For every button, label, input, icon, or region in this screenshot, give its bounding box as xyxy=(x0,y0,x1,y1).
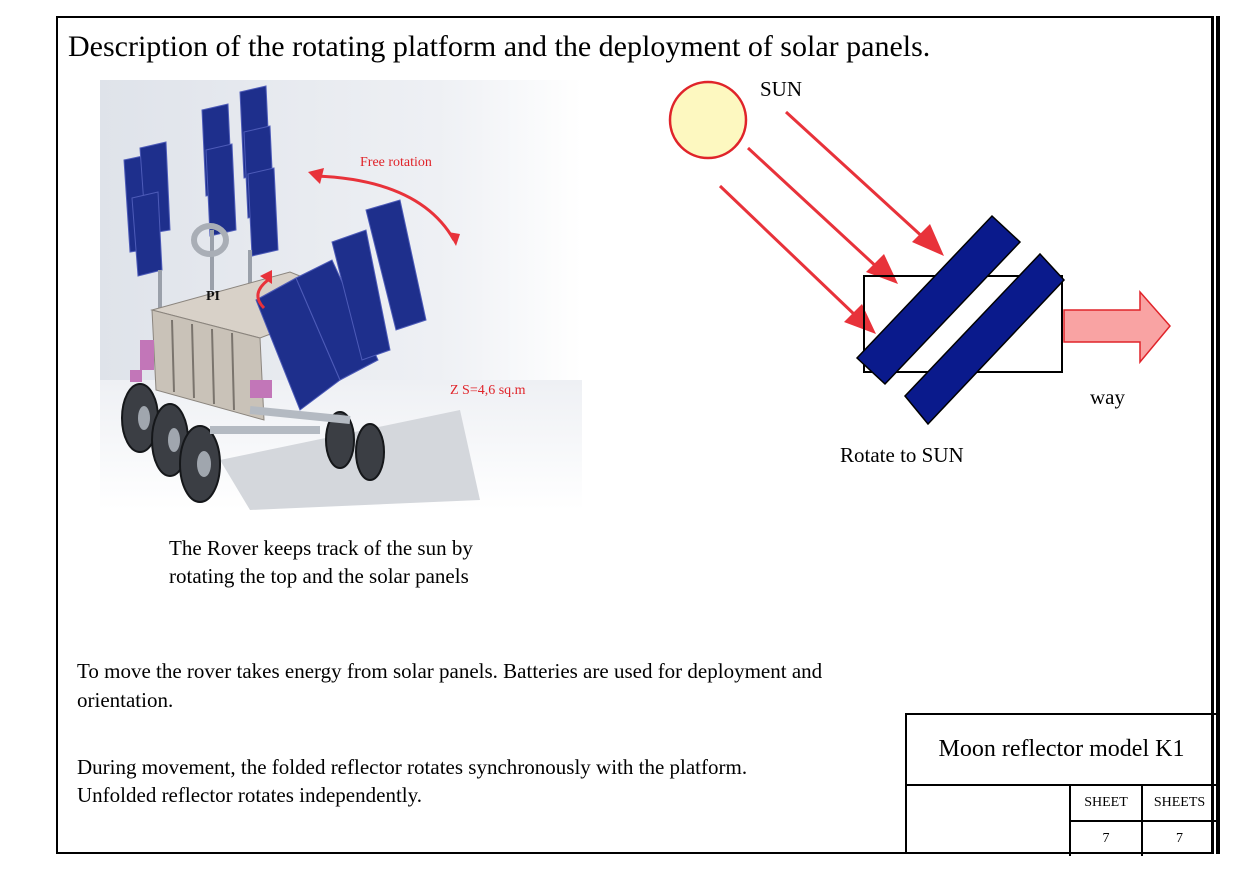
free-rotation-label: Free rotation xyxy=(360,155,432,170)
sheets-total: 7 xyxy=(1141,822,1216,856)
solar-panel xyxy=(903,252,1066,426)
drawing-frame xyxy=(56,16,1214,854)
model-name: Moon reflector model K1 xyxy=(907,715,1216,786)
sheet-number: 7 xyxy=(1069,822,1141,856)
direction-arrow xyxy=(1063,290,1171,365)
frame-edge xyxy=(1216,16,1220,854)
reflector-paragraph: During movement, the folded reflector ro… xyxy=(77,753,897,809)
sun-ray-arrow xyxy=(718,184,858,318)
title-block: Moon reflector model K1 SHEET SHEETS 7 7 xyxy=(905,713,1216,856)
energy-paragraph: To move the rover takes energy from sola… xyxy=(77,659,823,712)
sun-icon xyxy=(668,80,748,160)
page-title: Description of the rotating platform and… xyxy=(68,30,931,63)
sheet-header: SHEET xyxy=(1069,786,1141,822)
area-label: Z S=4,6 sq.m xyxy=(450,383,526,398)
sun-ray-arrow xyxy=(784,110,928,242)
sun-ray-arrow xyxy=(746,146,882,272)
reflector-line-2: Unfolded reflector rotates independently… xyxy=(77,783,423,807)
way-label: way xyxy=(1090,385,1125,409)
sun-label: SUN xyxy=(760,77,802,101)
rover-caption: The Rover keeps track of the sun by rota… xyxy=(169,536,473,588)
sun-orientation-diagram: SUN way Rotate to SUN xyxy=(640,70,1200,490)
rotate-label: Rotate to SUN xyxy=(840,443,964,467)
rover-illustration: Free rotation PI Z S=4,6 sq.m xyxy=(100,80,582,510)
solar-panel xyxy=(855,214,1022,386)
sheets-header: SHEETS xyxy=(1141,786,1216,822)
reflector-line-1: During movement, the folded reflector ro… xyxy=(77,755,748,779)
pi-label: PI xyxy=(206,289,220,304)
